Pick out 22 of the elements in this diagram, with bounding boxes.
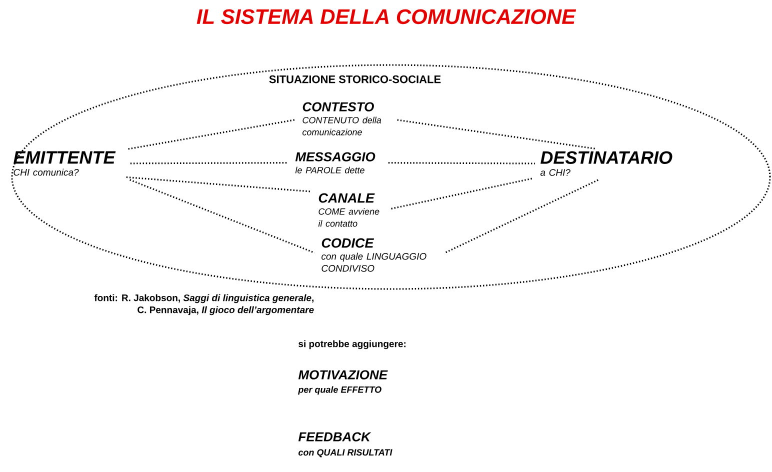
concept-text: CODICE con quale LINGUAGGIO CONDIVISO bbox=[322, 238, 426, 272]
concept-text: CANALE COME avviene il contatto bbox=[318, 193, 380, 227]
note-text: con QUALI RISULTATI bbox=[298, 449, 392, 458]
dotted-line bbox=[397, 119, 596, 150]
dotted-line bbox=[126, 176, 312, 192]
dotted-line bbox=[130, 179, 315, 254]
title: IL SISTEMA DELLA COMUNICAZIONE bbox=[196, 9, 576, 24]
dotted-line bbox=[391, 178, 534, 210]
concept-text: DESTINATARIO a CHI? bbox=[540, 151, 672, 176]
source-note: fonti: R. Jakobson, Saggi di linguistica generale, bbox=[94, 294, 314, 304]
dotted-line bbox=[128, 119, 296, 150]
heading-text: FEEDBACK bbox=[298, 432, 372, 442]
note-text: per quale EFFETTO bbox=[298, 386, 382, 395]
concept-text: MESSAGGIO le PAROLE dette bbox=[295, 152, 376, 174]
concept-text: CONTESTO CONTENUTO della comunicazione bbox=[302, 102, 382, 136]
dotted-line bbox=[445, 178, 600, 254]
heading-text: MOTIVAZIONE bbox=[298, 370, 388, 380]
dotted-line bbox=[130, 162, 288, 164]
note-text: si potrebbe aggiungere: bbox=[298, 340, 406, 350]
dotted-line bbox=[388, 162, 535, 164]
concept-text: EMITTENTE CHI comunica? bbox=[14, 151, 116, 176]
source-note: C. Pennavaja, Il gioco dell’argomentare bbox=[138, 306, 314, 316]
